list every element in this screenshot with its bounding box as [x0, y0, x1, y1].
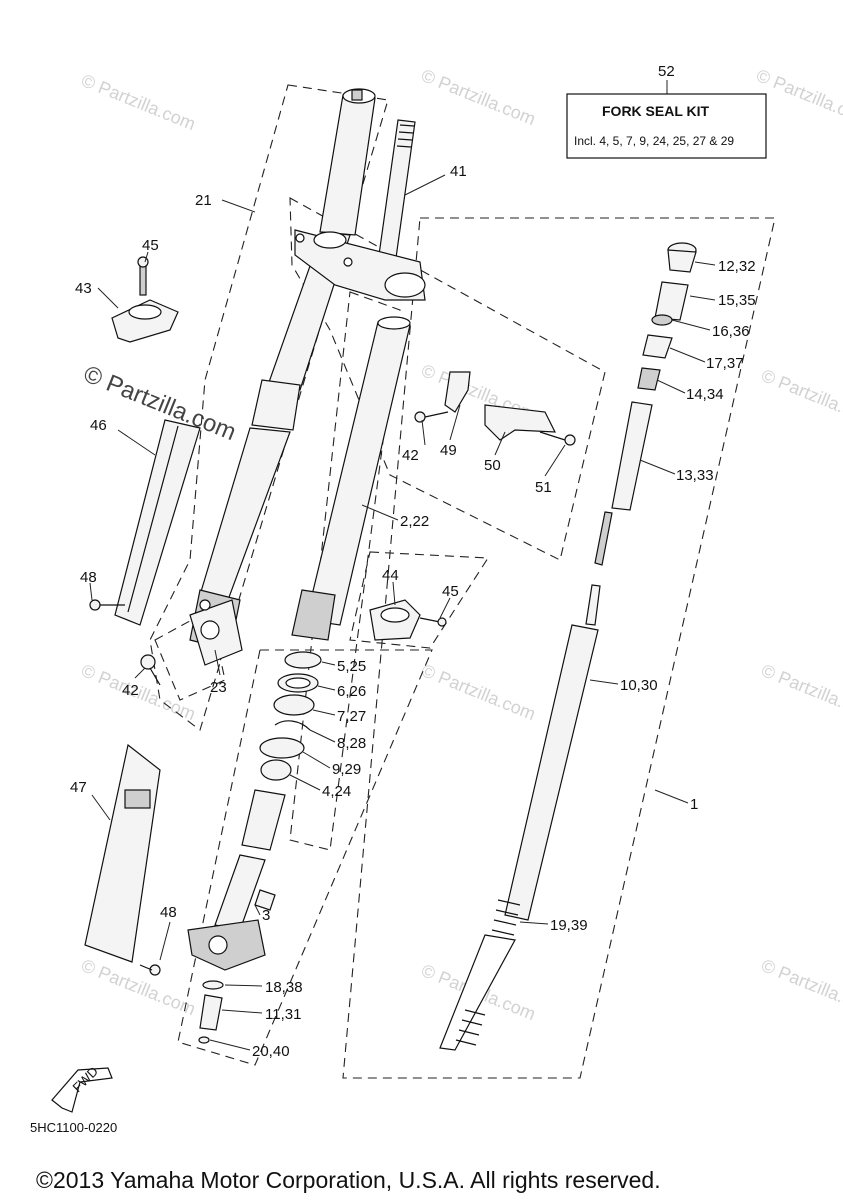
watermark-5: © Partzilla.com	[759, 365, 843, 429]
callout-1: 1	[690, 796, 698, 813]
callout-48-top: 48	[80, 569, 97, 586]
callouts: 21 41 45 43 46 48 42 23 47 48 12,32 15,3…	[70, 163, 756, 1060]
outline-group-1	[342, 217, 776, 1079]
callout-13-33: 13,33	[676, 467, 714, 484]
watermark-8: © Partzilla.com	[759, 660, 843, 724]
callout-8-28: 8,28	[337, 735, 366, 752]
callout-21: 21	[195, 192, 212, 209]
lower-small-parts	[198, 980, 224, 1044]
part-21-fork-assembly	[189, 88, 376, 666]
kit-title: FORK SEAL KIT	[602, 103, 710, 119]
callout-44: 44	[382, 567, 399, 584]
callout-49: 49	[440, 442, 457, 459]
fork-seal-kit: 52 FORK SEAL KIT Incl. 4, 5, 7, 9, 24, 2…	[566, 63, 767, 159]
bracket-parts	[414, 371, 576, 446]
callout-16-36: 16,36	[712, 323, 750, 340]
leader-lines	[89, 174, 716, 1051]
kit-contents: Incl. 4, 5, 7, 9, 24, 25, 27 & 29	[574, 134, 734, 148]
callout-41: 41	[450, 163, 467, 180]
outline-group-bracket	[289, 197, 606, 561]
callout-50: 50	[484, 457, 501, 474]
watermark-1: © Partzilla.com	[79, 70, 199, 134]
callout-4-24: 4,24	[322, 783, 351, 800]
diagram-code: 5HC1100-0220	[30, 1120, 117, 1135]
part-47-guard	[84, 743, 161, 976]
callout-45-mid: 45	[442, 583, 459, 600]
callout-45-top: 45	[142, 237, 159, 254]
watermark-9: © Partzilla.com	[79, 955, 199, 1019]
watermark-3: © Partzilla.com	[754, 65, 843, 129]
callout-11-31: 11,31	[265, 1006, 301, 1023]
watermarks: © Partzilla.com © Partzilla.com © Partzi…	[79, 65, 843, 1024]
callout-51: 51	[535, 479, 552, 496]
kit-number: 52	[658, 63, 675, 80]
watermark-2: © Partzilla.com	[419, 65, 539, 129]
part-3-outer-tube	[187, 854, 276, 971]
outline-group-3	[177, 649, 433, 1066]
callout-19-39: 19,39	[550, 917, 588, 934]
part-43-clamp	[111, 256, 179, 343]
callout-5-25: 5,25	[337, 658, 366, 675]
callout-15-35: 15,35	[718, 292, 756, 309]
watermark-11: © Partzilla.com	[759, 955, 843, 1019]
seal-stack	[241, 651, 322, 851]
outline-group-44	[349, 551, 489, 649]
callout-20-40: 20,40	[252, 1043, 290, 1060]
callout-42-bracket: 42	[402, 447, 419, 464]
callout-14-34: 14,34	[686, 386, 724, 403]
part-42-bolt	[140, 654, 161, 686]
part-46-guard	[89, 419, 201, 626]
callout-12-32: 12,32	[718, 258, 756, 275]
callout-9-29: 9,29	[332, 761, 361, 778]
watermark-7: © Partzilla.com	[419, 660, 539, 724]
outline-group-2	[289, 291, 401, 851]
part-2-inner-tube	[291, 316, 411, 641]
copyright-notice: ©2013 Yamaha Motor Corporation, U.S.A. A…	[36, 1167, 661, 1193]
part-41-steering-stem	[294, 119, 426, 301]
part-44-clamp	[369, 599, 447, 641]
kit-box	[566, 93, 767, 159]
callout-47: 47	[70, 779, 87, 796]
callout-2-22: 2,22	[400, 513, 429, 530]
fwd-arrow: FWD	[51, 1064, 113, 1113]
callout-46: 46	[90, 417, 107, 434]
callout-6-26: 6,26	[337, 683, 366, 700]
callout-48-bottom: 48	[160, 904, 177, 921]
callout-18-38: 18,38	[265, 979, 303, 996]
callout-23: 23	[210, 679, 227, 696]
callout-10-30: 10,30	[620, 677, 658, 694]
callout-7-27: 7,27	[337, 708, 366, 725]
callout-3: 3	[262, 907, 270, 924]
callout-42-left: 42	[122, 682, 139, 699]
callout-43: 43	[75, 280, 92, 297]
callout-17-37: 17,37	[706, 355, 744, 372]
right-column-parts	[439, 242, 697, 1051]
